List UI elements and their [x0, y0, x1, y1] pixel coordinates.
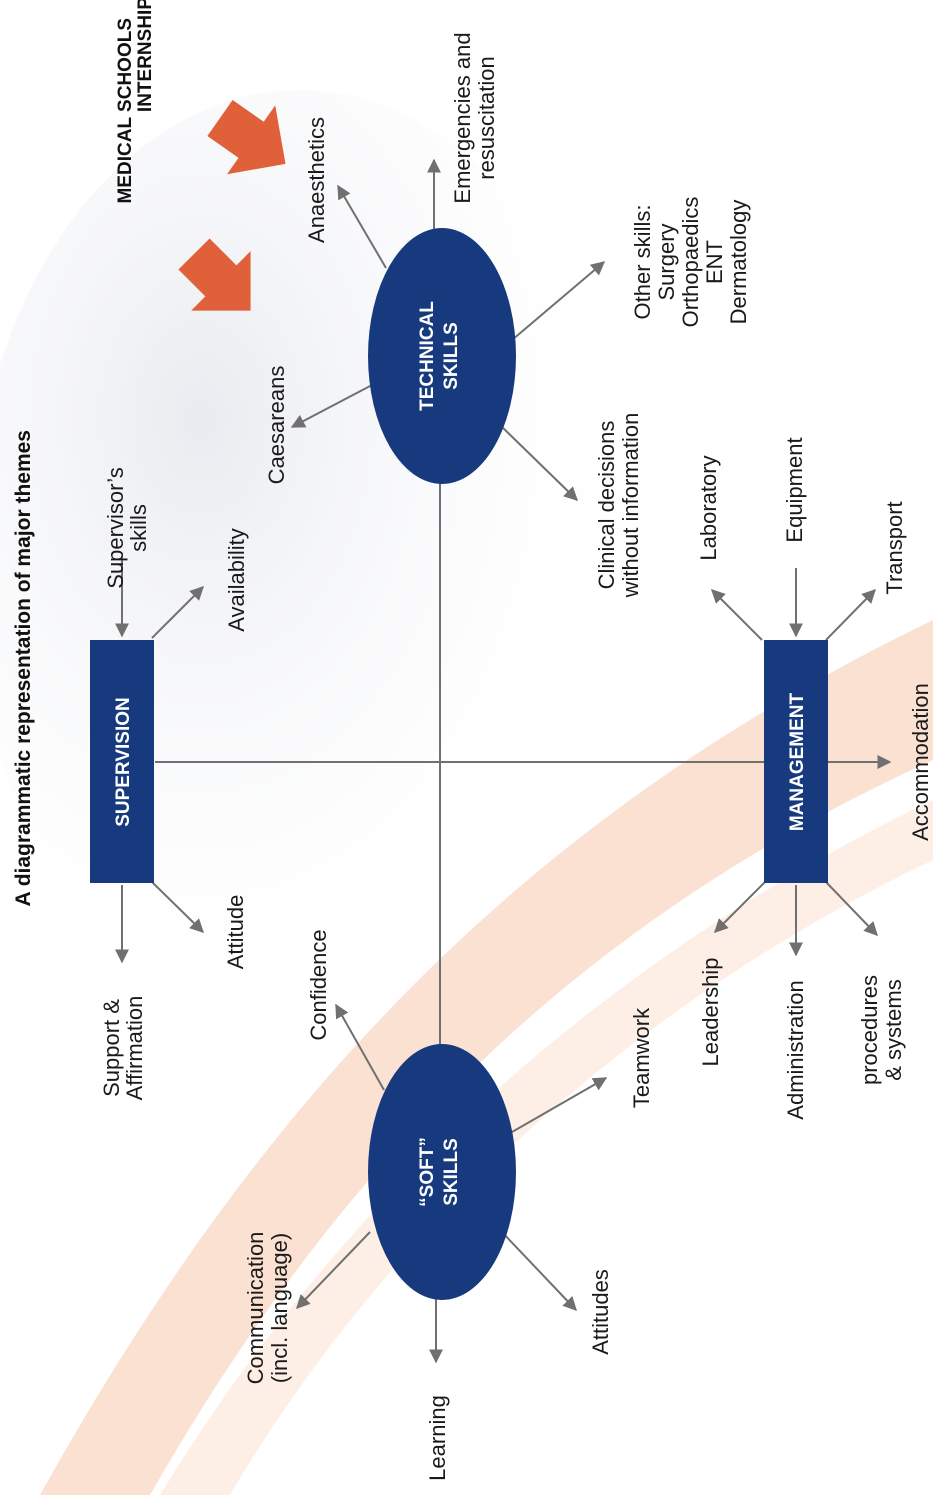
teamwork-label: Teamwork	[629, 1007, 654, 1108]
support-label-1: Support &	[99, 999, 124, 1097]
connector-confidence	[335, 1003, 385, 1091]
other-skills-label-4: ENT	[702, 240, 727, 284]
technical-label-line2: SKILLS	[441, 322, 462, 390]
soft-skills-node	[368, 1044, 516, 1300]
connector-anaesthetics	[337, 184, 387, 269]
internship-arrow	[207, 99, 286, 175]
connector-attitudes	[499, 1229, 577, 1312]
connector-procedures	[825, 881, 878, 937]
connector-availability	[151, 586, 204, 639]
technical-label-line1: TECHNICAL	[417, 301, 438, 411]
emergencies-label-1: Emergencies and	[450, 32, 475, 203]
supervision-label: SUPERVISION	[113, 697, 134, 827]
connector-clinical	[499, 424, 579, 501]
equipment-label: Equipment	[782, 437, 807, 542]
procedures-label-1: procedures	[857, 975, 882, 1085]
connector-attitude	[151, 881, 204, 933]
confidence-label: Confidence	[306, 929, 331, 1040]
emergencies-label-2: resuscitation	[474, 56, 499, 180]
management-label: MANAGEMENT	[787, 692, 808, 831]
soft-label-line1: “SOFT”	[417, 1137, 438, 1207]
supervision-node	[90, 640, 154, 883]
connector-caesareans	[290, 384, 373, 428]
attitude-label: Attitude	[223, 895, 248, 970]
medical-schools-header: MEDICAL SCHOOLS	[115, 18, 136, 203]
clinical-decisions-label-1: Clinical decisions	[594, 421, 619, 590]
peach-band	[40, 620, 933, 1495]
soft-label-line2: SKILLS	[441, 1138, 462, 1206]
other-skills-label-5: Dermatology	[726, 200, 751, 325]
leadership-label: Leadership	[698, 958, 723, 1067]
connector-leadership	[714, 881, 766, 933]
laboratory-label: Laboratory	[696, 455, 721, 560]
support-label-2: Affirmation	[122, 996, 147, 1101]
administration-label: Administration	[783, 980, 808, 1119]
connector-transport	[825, 589, 876, 641]
anaesthetics-label: Anaesthetics	[304, 117, 329, 243]
communication-label-1: Communication	[243, 1232, 268, 1385]
diagram-title: A diagrammatic representation of major t…	[12, 430, 35, 907]
medical-schools-arrow	[178, 238, 251, 311]
other-skills-label-3: Orthopaedics	[678, 197, 703, 328]
peach-band-light	[160, 800, 933, 1495]
caesareans-label: Caesareans	[264, 366, 289, 485]
connector-communication	[296, 1231, 371, 1310]
connector-laboratory	[711, 589, 763, 641]
learning-label: Learning	[425, 1395, 450, 1481]
other-skills-label-2: Surgery	[654, 223, 679, 300]
communication-label-2: (incl. language)	[267, 1233, 292, 1383]
procedures-label-2: & systems	[881, 979, 906, 1080]
connector-other-skills	[511, 261, 606, 341]
internship-header: INTERNSHIP	[135, 0, 156, 112]
availability-label: Availability	[224, 528, 249, 632]
accommodation-label: Accommodation	[908, 683, 933, 841]
management-node	[764, 640, 828, 883]
supervisors-skills-label-1: Supervisor’s	[103, 467, 128, 588]
technical-skills-node	[368, 228, 516, 484]
attitudes-label: Attitudes	[588, 1269, 613, 1355]
other-skills-label-1: Other skills:	[630, 205, 655, 320]
connector-teamwork	[511, 1077, 608, 1133]
supervisors-skills-label-2: skills	[126, 504, 151, 552]
clinical-decisions-label-2: without information	[618, 413, 643, 599]
transport-label: Transport	[882, 501, 907, 594]
